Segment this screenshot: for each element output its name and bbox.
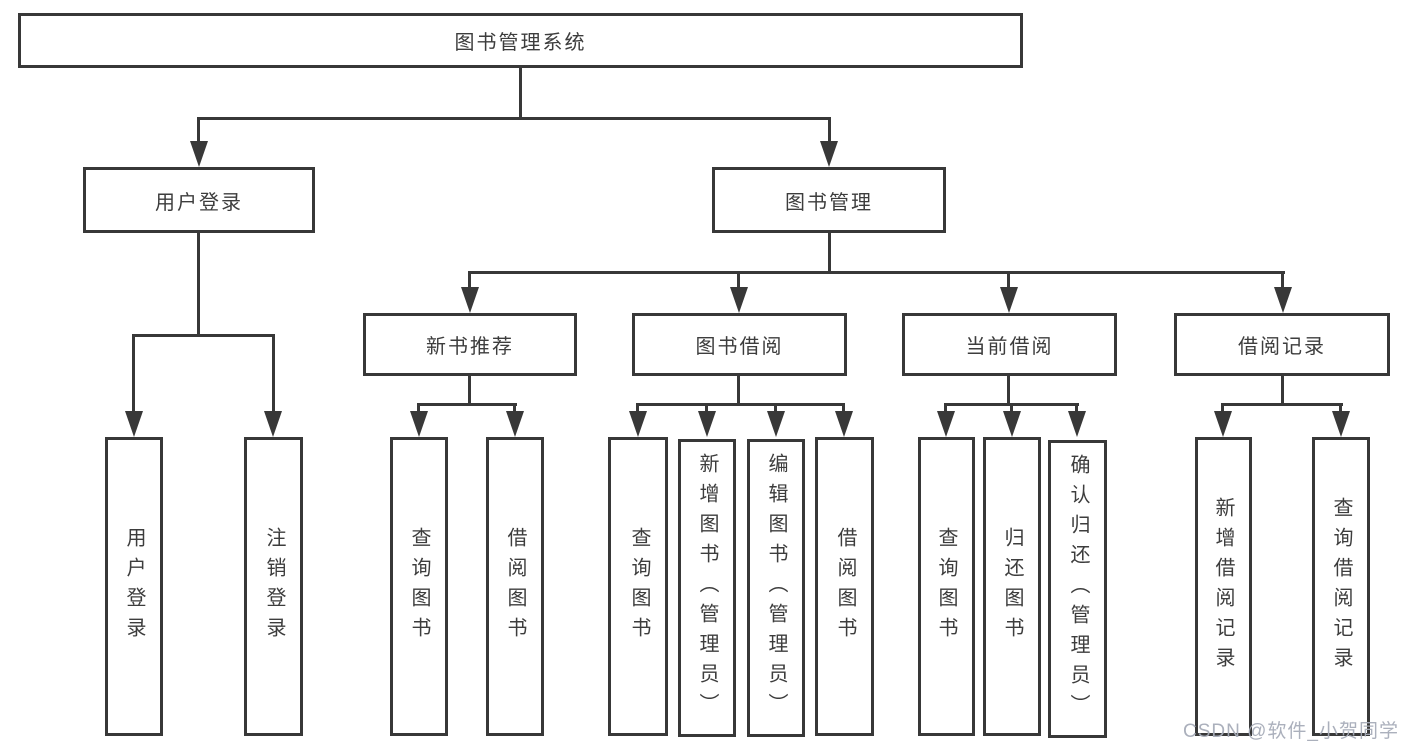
node-leaf-logout: 注销登录 [244,437,303,736]
connector-borrowrecords-drop [1281,271,1284,289]
connector-nb2-drop [513,403,516,413]
node-leaf-bw-query-books: 查询图书 [608,437,668,736]
node-leaf-cu-return-books: 归还图书 [983,437,1041,736]
arrowhead-bookborrow [730,287,748,313]
connector-bookmgmt-drop [828,117,831,145]
node-leaf-bw-add-books-admin: 新增图书（管理员） [678,439,736,737]
arrowhead-logout [264,411,282,437]
node-borrow-records: 借阅记录 [1174,313,1390,376]
node-leaf-cu-confirm-return-admin: 确认归还（管理员） [1048,440,1107,738]
connector-level2-hline [197,117,831,120]
node-book-borrow-label: 图书借阅 [695,336,784,358]
arrowhead-bw1 [629,411,647,437]
connector-bw4-drop [842,403,845,413]
arrowhead-bw4 [835,411,853,437]
connector-logout-drop [272,334,275,414]
arrowhead-cu1 [937,411,955,437]
node-leaf-nb-query-books: 查询图书 [390,437,448,736]
node-new-books: 新书推荐 [363,313,577,376]
connector-userlogin-hline [132,334,275,337]
node-current-borrow-label: 当前借阅 [965,336,1054,358]
connector-level3-hline [468,271,1285,274]
arrowhead-rc2 [1332,411,1350,437]
node-root-label: 图书管理系统 [454,32,587,54]
node-root: 图书管理系统 [18,13,1023,68]
node-book-mgmt: 图书管理 [712,167,946,233]
arrowhead-login [125,411,143,437]
arrowhead-nb1 [410,411,428,437]
node-new-books-label: 新书推荐 [426,336,514,358]
connector-currentborrow-stem [1007,376,1010,406]
connector-nb1-drop [417,403,420,413]
connector-borrowrecords-stem [1281,376,1284,406]
node-leaf-bw-edit-books-admin: 编辑图书（管理员） [747,439,805,737]
arrowhead-cu2 [1003,411,1021,437]
node-leaf-rc-query-record: 查询借阅记录 [1312,437,1370,736]
arrowhead-rc1 [1214,411,1232,437]
arrowhead-userlogin [190,141,208,167]
node-leaf-rc-add-record: 新增借阅记录 [1195,437,1252,736]
connector-newbooks-hline [417,403,517,406]
connector-cu2-drop [1010,403,1013,413]
node-book-borrow: 图书借阅 [632,313,847,376]
connector-bw1-drop [636,403,639,413]
connector-bookmgmt-stem [828,233,831,274]
connector-userlogin-stem [197,233,200,337]
arrowhead-bookmgmt [820,141,838,167]
connector-cu1-drop [944,403,947,413]
connector-rc1-drop [1221,403,1224,413]
arrowhead-bw3 [767,411,785,437]
node-borrow-records-label: 借阅记录 [1238,336,1326,358]
node-user-login-label: 用户登录 [155,191,243,214]
connector-bookborrow-stem [737,376,740,406]
node-book-mgmt-label: 图书管理 [785,191,873,214]
connector-bookborrow-hline [637,403,845,406]
arrowhead-cu3 [1068,411,1086,437]
arrowhead-borrowrecords [1274,287,1292,313]
node-user-login: 用户登录 [83,167,315,233]
arrowhead-nb2 [506,411,524,437]
connector-currentborrow-drop [1007,271,1010,289]
connector-bookborrow-drop [737,271,740,289]
arrowhead-newbooks [461,287,479,313]
connector-bw3-drop [774,403,777,413]
node-leaf-bw-borrow-books: 借阅图书 [815,437,874,736]
node-leaf-user-login: 用户登录 [105,437,163,736]
csdn-watermark: CSDN @软件_小贺同学 [1183,721,1399,742]
connector-borrowrecords-hline [1222,403,1343,406]
connector-userlogin-drop [197,117,200,145]
connector-newbooks-stem [468,376,471,406]
node-leaf-cu-query-books: 查询图书 [918,437,975,736]
connector-newbooks-drop [468,271,471,289]
connector-login-drop [132,334,135,414]
arrowhead-bw2 [698,411,716,437]
connector-root-stem [519,68,522,120]
connector-rc2-drop [1339,403,1342,413]
arrowhead-currentborrow [1000,287,1018,313]
connector-bw2-drop [705,403,708,413]
connector-cu3-drop [1075,403,1078,413]
node-leaf-nb-borrow-books: 借阅图书 [486,437,544,736]
node-current-borrow: 当前借阅 [902,313,1117,376]
